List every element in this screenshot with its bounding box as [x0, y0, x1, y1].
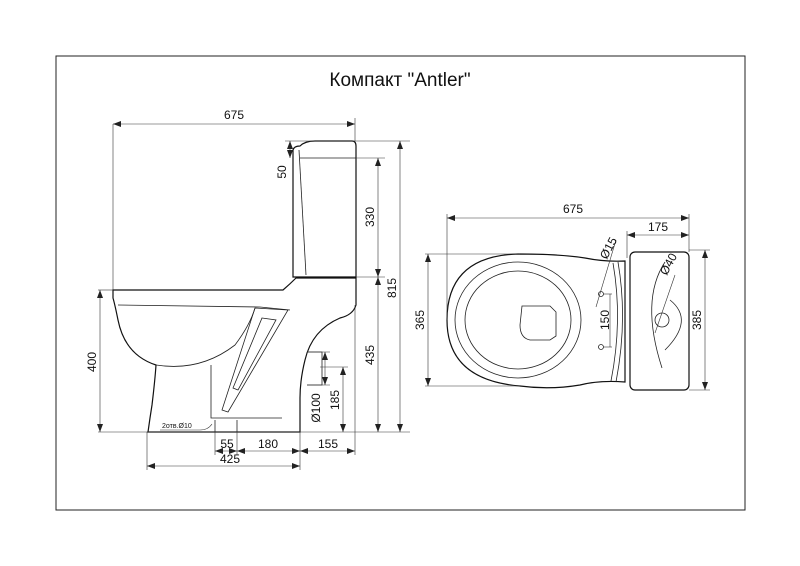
dim-180: 180 — [258, 437, 278, 451]
outlet-hole-top — [519, 305, 557, 341]
mount-hole — [598, 291, 604, 297]
dim-base-length: 425 — [220, 452, 240, 466]
dim-tank-depth: 175 — [648, 220, 668, 234]
dim-top-overall-length: 675 — [563, 202, 583, 216]
outlet-pipe — [307, 351, 323, 386]
top-view: 675 175 365 385 150 Ø15 Ø40 — [413, 202, 710, 391]
dim-outlet-height: 185 — [328, 390, 342, 410]
toilet-bowl-side — [112, 277, 357, 433]
drawing-frame — [55, 55, 746, 511]
dim-flush-diameter: Ø40 — [657, 251, 680, 278]
dim-tank-width: 385 — [690, 310, 704, 330]
dim-bowl-height: 435 — [363, 345, 377, 365]
toilet-tank-side — [292, 140, 357, 278]
toilet-bowl-top — [446, 253, 626, 389]
flush-button — [654, 312, 670, 328]
dim-total-height: 815 — [385, 278, 399, 298]
drawing-title: Компакт "Antler" — [329, 70, 470, 91]
dim-55: 55 — [220, 437, 234, 451]
dim-lid-height: 50 — [275, 165, 289, 179]
dim-hole-spacing: 150 — [598, 310, 612, 330]
trapway — [221, 307, 289, 413]
holes-note: 2отв.Ø10 — [162, 423, 192, 430]
dim-tank-height: 330 — [363, 207, 377, 227]
dim-seat-height: 400 — [85, 352, 99, 372]
dim-outlet-diameter: Ø100 — [309, 393, 323, 423]
dim-155: 155 — [318, 437, 338, 451]
dim-bowl-width: 365 — [413, 310, 427, 330]
mount-hole — [598, 344, 604, 350]
dim-small-hole-diameter: Ø15 — [597, 235, 620, 262]
dim-overall-length: 675 — [224, 108, 244, 122]
toilet-tank-top — [629, 251, 690, 391]
side-view: 675 50 330 435 815 400 Ø100 185 2отв.Ø10 — [85, 108, 410, 470]
